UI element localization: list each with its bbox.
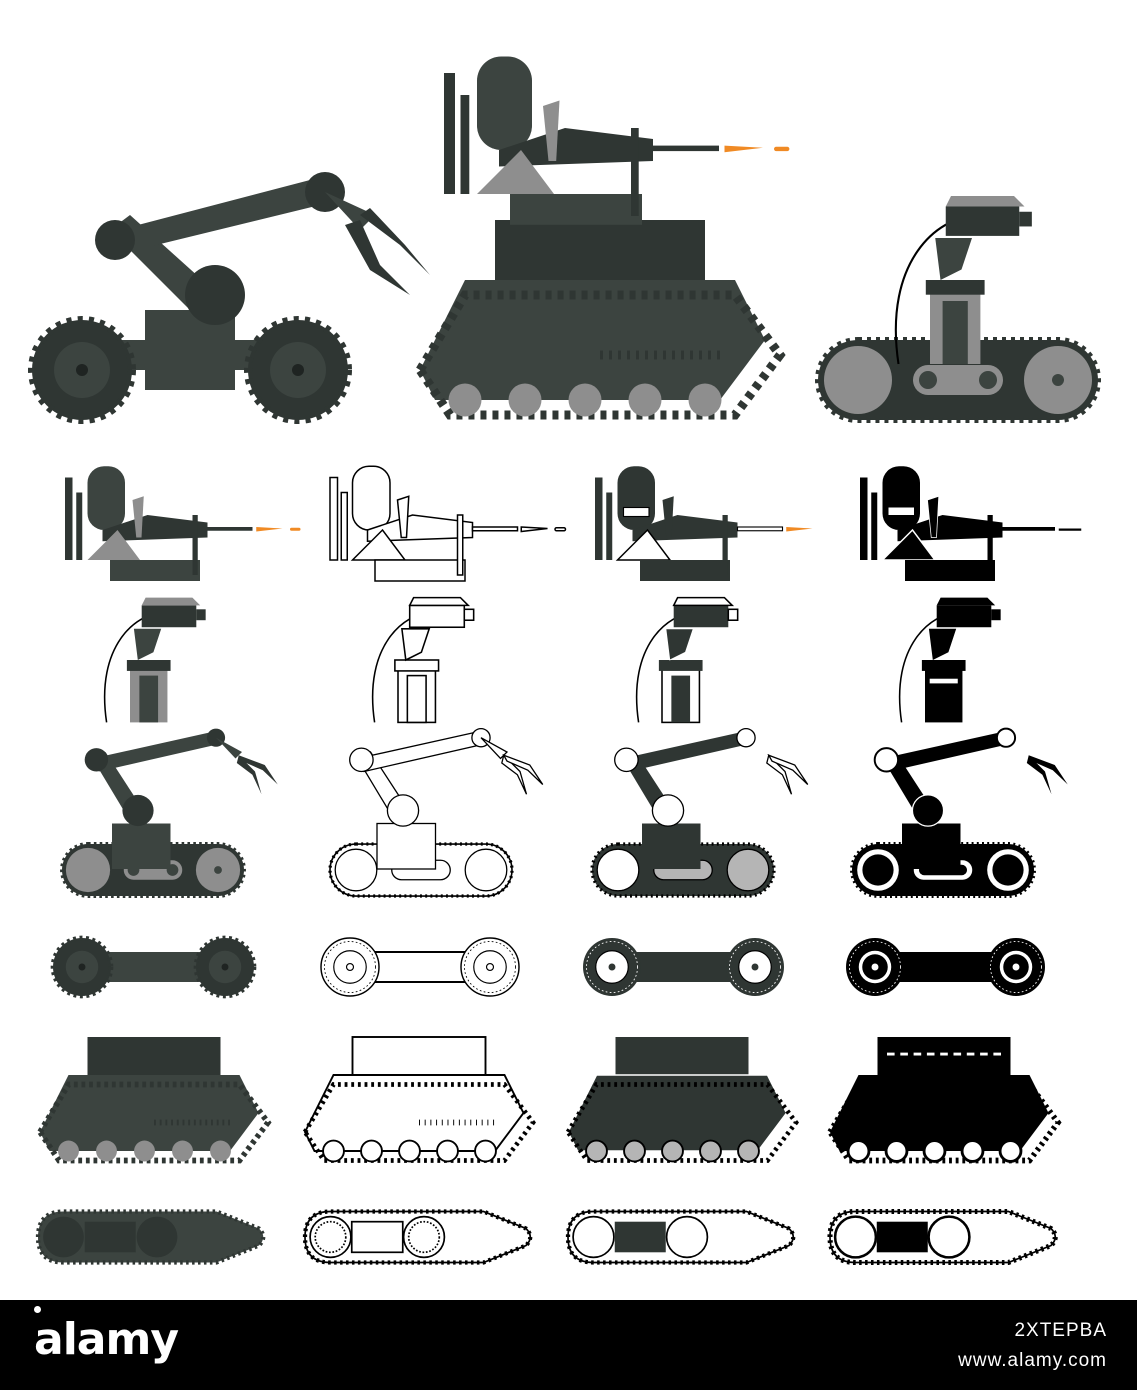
weapon-turret-icon bbox=[329, 465, 567, 582]
weapon-turret-icon bbox=[594, 465, 814, 582]
track-chassis-icon bbox=[305, 1212, 530, 1263]
track-chassis-icon bbox=[568, 1212, 793, 1263]
wheel-axle-icon bbox=[320, 937, 520, 997]
armed-tracked-robot-icon bbox=[420, 56, 790, 416]
wheel-axle-icon bbox=[845, 937, 1046, 997]
camera-tracked-robot-icon bbox=[818, 194, 1098, 420]
track-chassis-icon bbox=[830, 1212, 1055, 1263]
camera-mount-icon bbox=[103, 596, 207, 724]
camera-mount-icon bbox=[898, 596, 1002, 724]
tracked-arm-robot-icon bbox=[328, 727, 544, 898]
wheel-axle-icon bbox=[53, 938, 254, 996]
brand-name: alamy bbox=[34, 1314, 179, 1365]
logo-dot bbox=[34, 1306, 41, 1313]
tank-hull-icon bbox=[40, 1037, 268, 1161]
tracked-arm-robot-icon bbox=[60, 728, 278, 898]
wheeled-arm-robot-icon bbox=[32, 172, 430, 420]
brand-logo: alamy bbox=[34, 1306, 179, 1365]
camera-mount-icon bbox=[635, 596, 739, 724]
tank-hull-icon bbox=[305, 1037, 533, 1161]
stock-footer-bar: alamy 2XTEPBA www.alamy.com bbox=[0, 1300, 1137, 1390]
camera-mount-icon bbox=[371, 596, 475, 724]
weapon-turret-icon bbox=[859, 465, 1082, 582]
track-chassis-icon bbox=[38, 1212, 263, 1263]
weapon-turret-icon bbox=[65, 466, 301, 581]
wheel-axle-icon bbox=[582, 937, 785, 997]
image-id: 2XTEPBA bbox=[1014, 1320, 1107, 1341]
robot-illustration-sheet bbox=[0, 56, 1137, 1300]
site-url: www.alamy.com bbox=[958, 1350, 1107, 1371]
tank-hull-icon bbox=[568, 1037, 796, 1161]
tracked-arm-robot-icon bbox=[850, 727, 1069, 898]
tracked-arm-robot-icon bbox=[590, 727, 809, 898]
tank-hull-icon bbox=[830, 1037, 1058, 1161]
